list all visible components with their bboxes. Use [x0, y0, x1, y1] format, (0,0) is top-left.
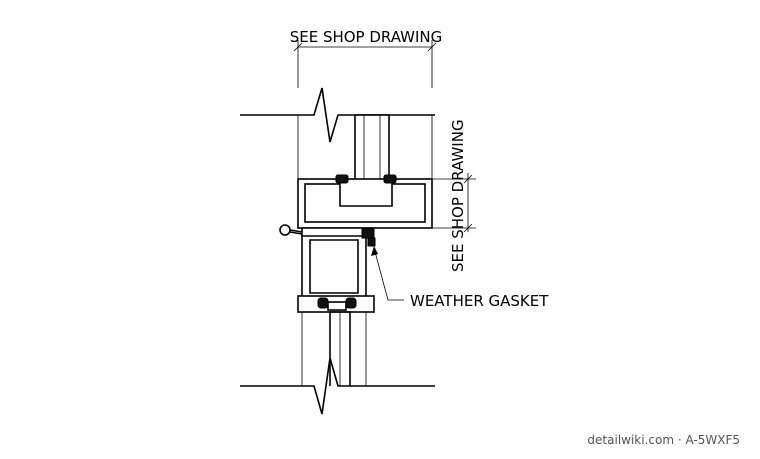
top-dimension-label: SEE SHOP DRAWING: [290, 28, 443, 46]
gasket-callout: WEATHER GASKET: [371, 246, 549, 310]
side-dimension-label: SEE SHOP DRAWING: [449, 119, 467, 272]
watermark-text: detailwiki.com · A-5WXF5: [587, 433, 740, 447]
glass-unit-top: [354, 114, 390, 184]
gasket-callout-label: WEATHER GASKET: [410, 292, 549, 310]
weather-gasket: [367, 237, 376, 247]
head-frame: [297, 174, 433, 229]
top-dimension: SEE SHOP DRAWING: [290, 28, 443, 88]
lower-wall-break: [240, 357, 435, 415]
sash-bottom-rail: [297, 295, 375, 313]
side-dimension: SEE SHOP DRAWING: [432, 119, 476, 272]
upper-wall-break: [240, 87, 435, 180]
vent-sash: [301, 227, 375, 301]
sash-handle: [279, 224, 303, 236]
